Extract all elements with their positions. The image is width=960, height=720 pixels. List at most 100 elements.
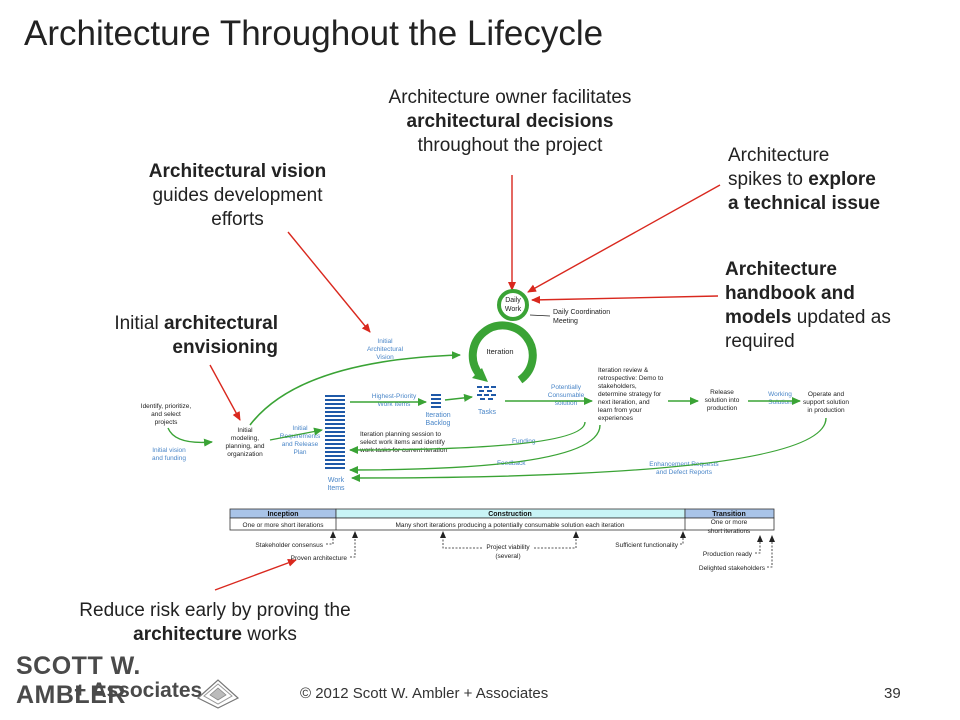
iteration-backlog-label-2: Backlog bbox=[426, 420, 451, 427]
operate-label-1: Operate and bbox=[808, 391, 845, 398]
enhancement-label-1: Enhancement Requests bbox=[649, 461, 719, 468]
milestone-stakeholder-consensus: Stakeholder consensus bbox=[255, 542, 323, 549]
release-label-3: production bbox=[707, 405, 738, 412]
milestone-sufficient-functionality: Sufficient functionality bbox=[615, 542, 678, 549]
working-solution-label-2: Solution bbox=[768, 399, 792, 406]
identify-label-1: Identify, prioritize, bbox=[141, 403, 192, 410]
callout-initial-envisioning: Initial architectural envisioning bbox=[40, 312, 278, 360]
planning-session-label-3: work tasks for current iteration bbox=[359, 447, 447, 454]
planning-session-label-1: Iteration planning session to bbox=[360, 431, 441, 438]
callout-handbook-line2: handbook and bbox=[725, 283, 855, 304]
review-label-1: Iteration review & bbox=[598, 367, 649, 374]
iteration-backlog-label-1: Iteration bbox=[425, 412, 450, 419]
phase-inception-label: Inception bbox=[267, 511, 298, 518]
callout-envisioning-line1: Initial architectural bbox=[114, 313, 278, 334]
callout-spikes-line1: Architecture bbox=[728, 145, 830, 166]
callout-spikes-line2: spikes to explore bbox=[728, 169, 876, 190]
callout-handbook-line1: Architecture bbox=[725, 259, 837, 280]
callout-handbook-line3: models updated as bbox=[725, 307, 891, 328]
callout-architectural-vision: Architectural vision guides development … bbox=[110, 160, 365, 232]
milestone-production-ready: Production ready bbox=[703, 551, 753, 558]
phase-transition-label: Transition bbox=[712, 511, 745, 518]
flow-vision-to-iteration bbox=[249, 351, 461, 426]
highest-priority-label-2: Work Items bbox=[378, 401, 411, 408]
logo-line2: + Associates bbox=[74, 679, 203, 702]
highest-priority-label-1: Highest-Priority bbox=[372, 393, 417, 400]
callout-owner-line1: Architecture owner facilitates bbox=[388, 87, 632, 108]
daily-work-circle bbox=[497, 289, 529, 321]
arrow-vision bbox=[287, 231, 371, 333]
potentially-label-1: Potentially bbox=[551, 384, 582, 391]
milestone-architecture-pointer bbox=[350, 531, 358, 558]
planning-session-label-2: select work items and identify bbox=[360, 439, 446, 446]
milestone-ready-pointer bbox=[755, 535, 763, 554]
callout-spikes-line3: a technical issue bbox=[728, 193, 881, 214]
callout-owner-line2: architectural decisions bbox=[406, 111, 614, 132]
callout-architecture-spikes: Architecture spikes to explore a technic… bbox=[728, 144, 948, 216]
callout-architecture-owner: Architecture owner facilitates architect… bbox=[340, 86, 680, 158]
milestone-functionality-pointer bbox=[680, 531, 686, 545]
initial-requirements-label-4: Plan bbox=[293, 449, 306, 456]
review-label-5: next iteration, and bbox=[598, 399, 650, 406]
callout-reduce-line2: architecture works bbox=[133, 624, 297, 645]
working-solution-label-1: Working bbox=[768, 391, 792, 398]
identify-label-2: and select bbox=[151, 411, 181, 418]
iteration-loop bbox=[468, 321, 537, 384]
arrow-reduce bbox=[214, 559, 297, 591]
company-logo: SCOTT W. AMBLER + Associates bbox=[14, 652, 244, 712]
initial-vision-label-1: Initial bbox=[377, 338, 393, 345]
iteration-backlog-icon bbox=[431, 394, 441, 408]
milestone-viability-pointer-left bbox=[440, 531, 482, 549]
flow-funding bbox=[349, 421, 586, 454]
phase-notes-row bbox=[229, 517, 775, 531]
callout-vision-line1: Architectural vision bbox=[148, 161, 327, 182]
transition-note-2: short iterations bbox=[708, 528, 751, 535]
work-items-stack bbox=[325, 395, 345, 469]
identify-label-3: projects bbox=[155, 419, 179, 426]
review-label-6: learn from your bbox=[598, 407, 643, 414]
arrow-spikes bbox=[527, 184, 721, 293]
arrow-envisioning bbox=[209, 364, 241, 421]
milestone-consensus-pointer bbox=[326, 531, 336, 545]
enhancement-label-2: and Defect Reports bbox=[656, 469, 713, 476]
initial-modeling-label-3: planning, and bbox=[225, 443, 264, 450]
construction-note: Many short iterations producing a potent… bbox=[395, 522, 624, 529]
milestone-viability-pointer-right bbox=[534, 531, 579, 549]
callout-envisioning-line2: envisioning bbox=[172, 337, 278, 358]
daily-work-label-1: Daily bbox=[505, 297, 521, 304]
iteration-label: Iteration bbox=[486, 347, 513, 356]
callout-vision-line3: efforts bbox=[211, 209, 264, 230]
milestone-proven-architecture: Proven architecture bbox=[291, 555, 348, 562]
callout-architecture-handbook: Architecture handbook and models updated… bbox=[725, 258, 950, 354]
logo-line1: SCOTT W. AMBLER bbox=[16, 652, 141, 709]
iteration-arrowhead bbox=[472, 368, 488, 382]
initial-requirements-label-3: and Release bbox=[282, 441, 319, 448]
flow-backlog-to-tasks bbox=[444, 393, 473, 402]
flow-modeling-to-requirements bbox=[269, 427, 323, 441]
daily-work-label-2: Work bbox=[505, 306, 522, 313]
work-items-label-2: Items bbox=[327, 485, 345, 492]
work-items-label-1: Work bbox=[328, 477, 345, 484]
callout-reduce-risk: Reduce risk early by proving the archite… bbox=[30, 599, 400, 647]
callout-owner-line3: throughout the project bbox=[417, 135, 603, 156]
potentially-label-2: Consumable bbox=[548, 392, 585, 399]
release-label-1: Release bbox=[710, 389, 734, 396]
daily-meeting-label-2: Meeting bbox=[553, 318, 578, 325]
potentially-label-3: solution bbox=[555, 400, 578, 407]
flow-enhancement bbox=[351, 417, 827, 482]
flow-identify-to-modeling bbox=[167, 427, 213, 447]
operate-label-3: in production bbox=[807, 407, 845, 414]
page-number: 39 bbox=[884, 685, 901, 702]
daily-meeting-pointer bbox=[529, 314, 551, 317]
logo-diamond-icon bbox=[196, 679, 240, 709]
initial-requirements-label-1: Initial bbox=[292, 425, 308, 432]
daily-meeting-label-1: Daily Coordination bbox=[553, 309, 610, 316]
footer-copyright: © 2012 Scott W. Ambler + Associates bbox=[300, 685, 549, 702]
arrow-handbook bbox=[531, 295, 719, 304]
milestone-project-viability-2: (several) bbox=[495, 553, 520, 560]
operate-label-2: support solution bbox=[803, 399, 849, 406]
review-label-7: experiences bbox=[598, 415, 634, 422]
feedback-label: Feedback bbox=[497, 460, 526, 467]
review-label-3: stakeholders, bbox=[598, 383, 637, 390]
